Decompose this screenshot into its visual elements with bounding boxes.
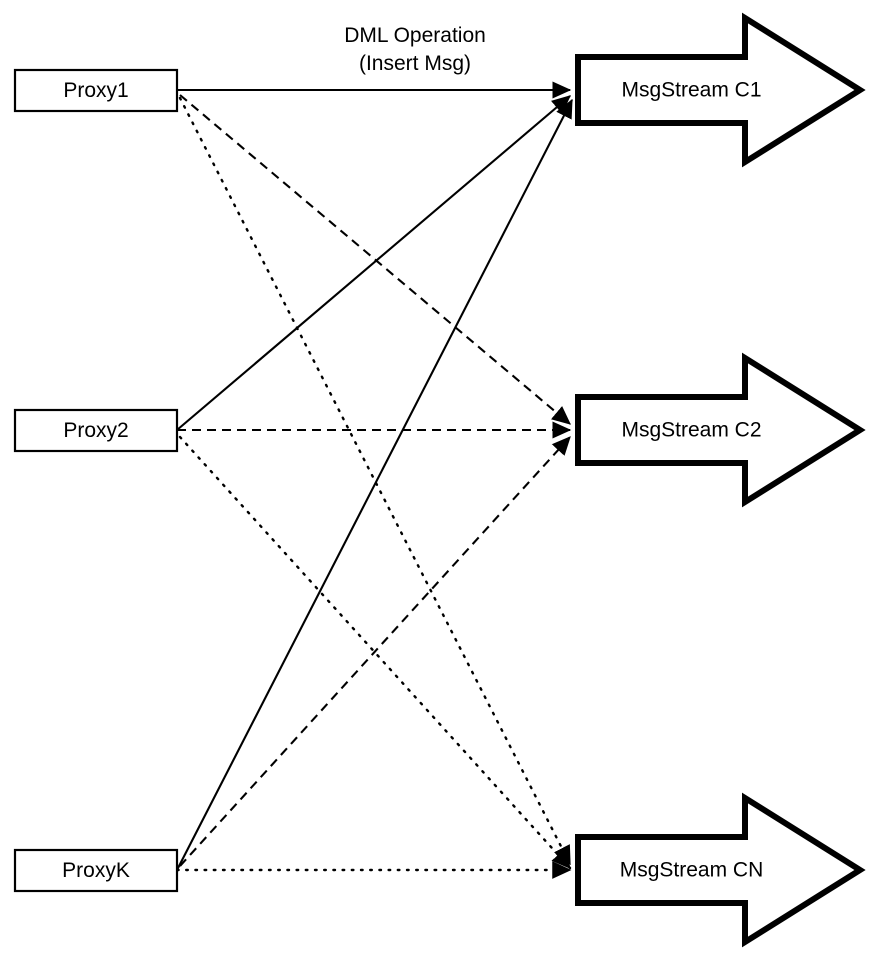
msgstream-label: MsgStream C1	[621, 79, 761, 102]
connection-dashed	[179, 436, 571, 867]
msgstreams-layer: MsgStream C1 MsgStream C2 MsgStream CN	[575, 12, 866, 948]
msgstream-label: MsgStream CN	[620, 859, 764, 882]
msgstream-node-3[interactable]: MsgStream CN	[575, 792, 866, 948]
proxy-node-proxy1[interactable]: Proxy1	[13, 68, 179, 113]
proxy-box-shape[interactable]	[13, 408, 179, 453]
msgstream-arrow-shape[interactable]	[575, 12, 866, 168]
proxy-node-proxy2[interactable]: Proxy2	[13, 408, 179, 453]
proxy-box-shape[interactable]	[13, 848, 179, 893]
connections-layer	[175, 81, 573, 879]
edge-proxyK-to-msgstream-c1	[176, 98, 573, 871]
edge-annotation-line2: (Insert Msg)	[359, 52, 471, 75]
edge-proxy2-to-msgstream-c1	[176, 95, 571, 431]
proxy-label: Proxy2	[63, 419, 128, 442]
msgstream-node-2[interactable]: MsgStream C2	[575, 352, 866, 508]
msgstream-label: MsgStream C2	[621, 419, 761, 442]
edge-proxyK-to-msgstream-c2	[179, 436, 571, 867]
connection-dashed	[179, 94, 571, 425]
proxy-label: Proxy1	[63, 79, 128, 102]
edge-annotation-line1: DML Operation	[344, 24, 486, 47]
connection-solid	[176, 98, 573, 871]
edge-annotation-group: DML Operation (Insert Msg)	[344, 24, 486, 75]
proxy-box-shape[interactable]	[13, 68, 179, 113]
msgstream-arrow-shape[interactable]	[575, 352, 866, 508]
annotations-layer: DML Operation (Insert Msg)	[344, 24, 486, 75]
msgstream-node-1[interactable]: MsgStream C1	[575, 12, 866, 168]
msgstream-arrow-shape[interactable]	[575, 792, 866, 948]
connection-solid	[176, 95, 571, 431]
proxy-label: ProxyK	[62, 859, 130, 882]
edge-proxy1-to-msgstream-c2	[179, 94, 571, 425]
proxy-node-proxyk[interactable]: ProxyK	[13, 848, 179, 893]
